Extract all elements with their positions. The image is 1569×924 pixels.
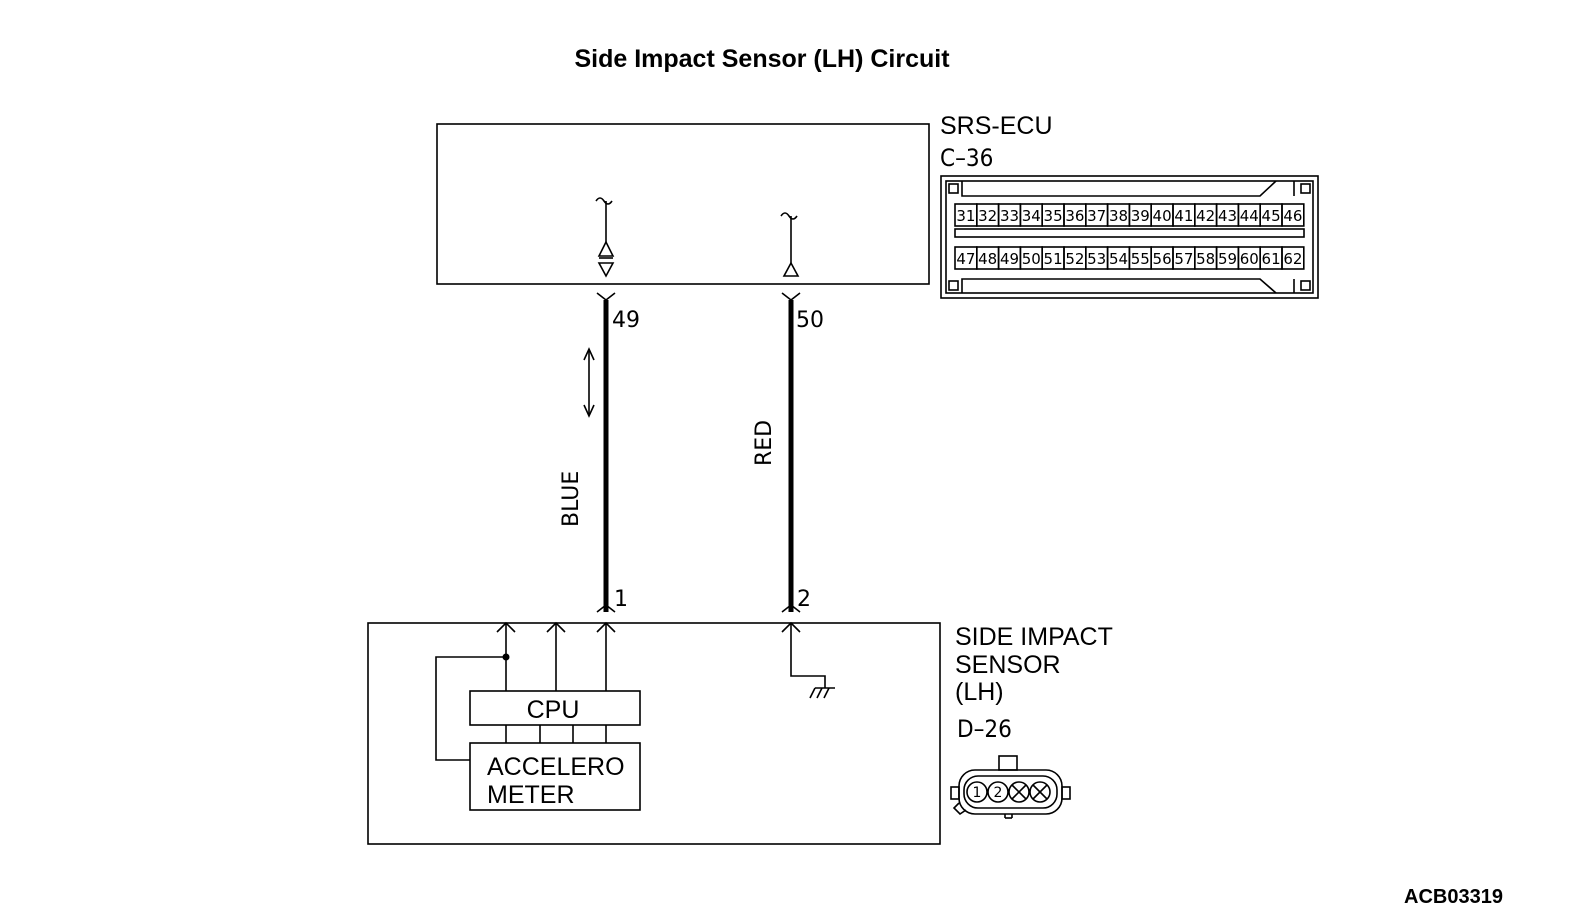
sensor-name-line3: (LH)	[955, 678, 1004, 706]
sensor-name-line1: SIDE IMPACT	[955, 623, 1113, 651]
ecu-pin-number: 42	[1196, 207, 1215, 225]
ecu-pin-number: 62	[1283, 250, 1302, 268]
ecu-pin-number: 47	[956, 250, 975, 268]
wire-49-blue	[596, 292, 616, 613]
wire-color-red: RED	[752, 420, 777, 466]
ecu-pin-number: 53	[1087, 250, 1106, 268]
ecu-pin-number: 44	[1240, 207, 1259, 225]
ecu-pin-number: 31	[956, 207, 975, 225]
wire-color-blue: BLUE	[559, 471, 584, 527]
ecu-pin-number: 55	[1131, 250, 1150, 268]
ecu-pin-number: 35	[1044, 207, 1063, 225]
ecu-pin-cell	[1281, 203, 1305, 227]
ecu-pin-number: 54	[1109, 250, 1128, 268]
ecu-pin-number: 56	[1153, 250, 1172, 268]
ecu-name-label: SRS-ECU	[940, 112, 1053, 140]
ecu-pin-number: 34	[1022, 207, 1041, 225]
ecu-internal-terminal-49	[595, 197, 615, 278]
sensor-connector-d26: 1 2	[950, 755, 1071, 819]
ecu-connector-id: C–36	[940, 144, 993, 172]
ecu-pin-number: 33	[1000, 207, 1019, 225]
ecu-pin-number: 49	[1000, 250, 1019, 268]
ecu-pin-number: 41	[1174, 207, 1193, 225]
ecu-pin-number: 57	[1174, 250, 1193, 268]
sensor-connector-pin-2: 2	[994, 785, 1003, 801]
ecu-pin-number: 38	[1109, 207, 1128, 225]
ecu-pin-number: 60	[1240, 250, 1259, 268]
ecu-pin-number: 48	[978, 250, 997, 268]
ecu-pin-50-label: 50	[796, 308, 824, 333]
ecu-pin-number: 40	[1153, 207, 1172, 225]
ecu-pin-number: 37	[1087, 207, 1106, 225]
cpu-label: CPU	[527, 696, 580, 724]
ecu-pin-49-label: 49	[612, 308, 640, 333]
ecu-internal-terminal-50	[780, 212, 800, 277]
accelerometer-label-line1: ACCELERO	[487, 753, 625, 781]
diagram-title: Side Impact Sensor (LH) Circuit	[574, 45, 950, 73]
ecu-pin-number: 43	[1218, 207, 1237, 225]
srs-ecu-box	[436, 123, 930, 285]
wire-50-red	[781, 292, 801, 613]
ecu-pin-cell	[1281, 246, 1305, 270]
side-impact-sensor-box	[367, 622, 941, 845]
sensor-connector-pin-1: 1	[973, 785, 982, 801]
ground-symbol	[781, 621, 835, 699]
ecu-pin-number: 36	[1065, 207, 1084, 225]
ecu-pin-number: 45	[1262, 207, 1281, 225]
ecu-pin-number: 32	[978, 207, 997, 225]
sensor-connector-id: D–26	[957, 715, 1012, 743]
cpu-accelerometer-links	[505, 725, 607, 743]
ecu-pin-number: 61	[1262, 250, 1281, 268]
ecu-pin-number: 58	[1196, 250, 1215, 268]
ecu-pin-number: 52	[1065, 250, 1084, 268]
cpu-block	[469, 690, 641, 726]
figure-id: ACB03319	[1404, 886, 1503, 908]
ecu-pin-number: 51	[1044, 250, 1063, 268]
sensor-name-line2: SENSOR	[955, 651, 1061, 679]
sensor-pin-1-label: 1	[614, 587, 628, 612]
ecu-pin-number: 46	[1283, 207, 1302, 225]
accelerometer-label-line2: METER	[487, 781, 575, 809]
sensor-pin-2-label: 2	[797, 587, 811, 612]
ecu-pin-number: 59	[1218, 250, 1237, 268]
accelerometer-block	[469, 742, 641, 811]
sensor-internal-leads	[435, 621, 616, 761]
bidirectional-signal-arrow	[583, 347, 595, 418]
ecu-pin-number: 50	[1022, 250, 1041, 268]
ecu-pin-number: 39	[1131, 207, 1150, 225]
